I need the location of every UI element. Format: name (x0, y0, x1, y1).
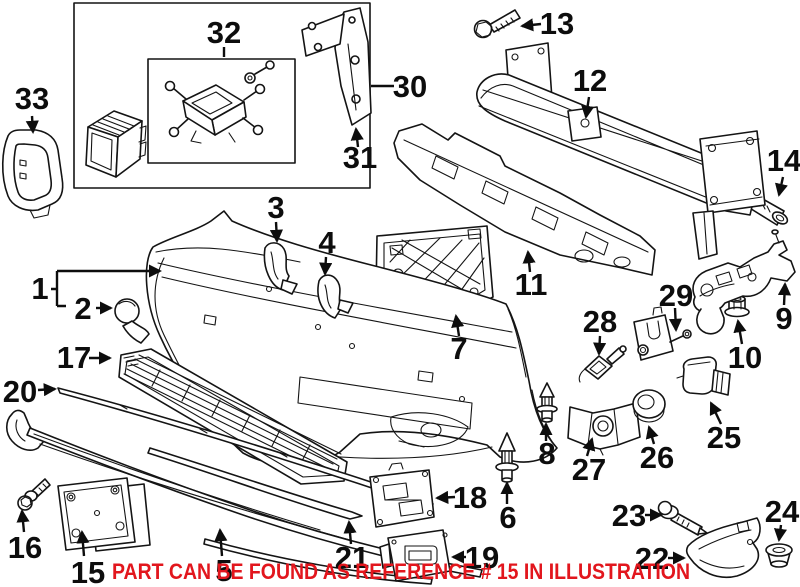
part-15-license-bracket (57, 477, 151, 552)
part-18-plate (369, 462, 435, 528)
part-19-bracket (379, 529, 451, 582)
part-8-screw (536, 382, 558, 423)
callout-13: 13 (540, 6, 574, 41)
callout-22: 22 (635, 541, 669, 576)
callout-16: 16 (8, 530, 42, 565)
callout-17: 17 (57, 340, 91, 375)
callout-24: 24 (765, 494, 800, 529)
callout-6: 6 (499, 500, 516, 535)
callout-19: 19 (465, 540, 499, 575)
callout-12: 12 (573, 63, 607, 98)
part-32-radar-sensor (164, 60, 275, 144)
callout-28: 28 (583, 304, 617, 339)
part-17-grille (118, 348, 348, 485)
callout-arrows (16, 18, 792, 565)
part-29-bracket (633, 306, 692, 361)
callout-7: 7 (450, 331, 467, 366)
callout-20: 20 (3, 374, 37, 409)
part-12-impact-bar (476, 42, 766, 260)
callout-23: 23 (612, 498, 646, 533)
callout-1: 1 (31, 271, 48, 306)
part-22-fog-bezel (685, 517, 761, 578)
callout-10: 10 (728, 340, 762, 375)
callout-26: 26 (640, 440, 674, 475)
callout-2: 2 (74, 291, 91, 326)
part-31-bracket (301, 7, 372, 126)
callout-25: 25 (707, 420, 741, 455)
callout-18: 18 (453, 480, 487, 515)
callout-30: 30 (393, 69, 427, 104)
callout-33: 33 (15, 81, 49, 116)
part-16-bolt (17, 478, 51, 511)
part-33-cover (1, 129, 64, 219)
callout-14: 14 (767, 143, 800, 178)
callout-3: 3 (267, 190, 284, 225)
part-13-bolt (473, 9, 521, 39)
part-2-tow-cover (114, 298, 150, 344)
callout-15: 15 (71, 555, 105, 587)
callout-4: 4 (318, 225, 336, 260)
reference-note: PART CAN BE FOUND AS REFERENCE # 15 IN I… (112, 559, 690, 584)
callout-5: 5 (215, 553, 232, 587)
callout-27: 27 (572, 452, 606, 487)
callout-8: 8 (538, 436, 555, 471)
control-module (85, 110, 147, 178)
callout-32: 32 (207, 15, 241, 50)
part-6-push-pin (495, 432, 519, 483)
callout-11: 11 (515, 267, 548, 302)
part-24-grommet (765, 543, 793, 568)
part-4-clip (317, 274, 354, 319)
part-28-sensor (578, 345, 627, 383)
part-9-side-bracket (692, 229, 796, 335)
callout-21: 21 (335, 540, 369, 575)
part-11-absorber (393, 123, 656, 276)
callout-9: 9 (775, 301, 792, 336)
callout-29: 29 (659, 278, 693, 313)
part-21-strip (147, 447, 363, 520)
callout-31: 31 (343, 140, 377, 175)
part-25-park-sensor (676, 356, 731, 396)
part-26-ring (632, 389, 666, 423)
